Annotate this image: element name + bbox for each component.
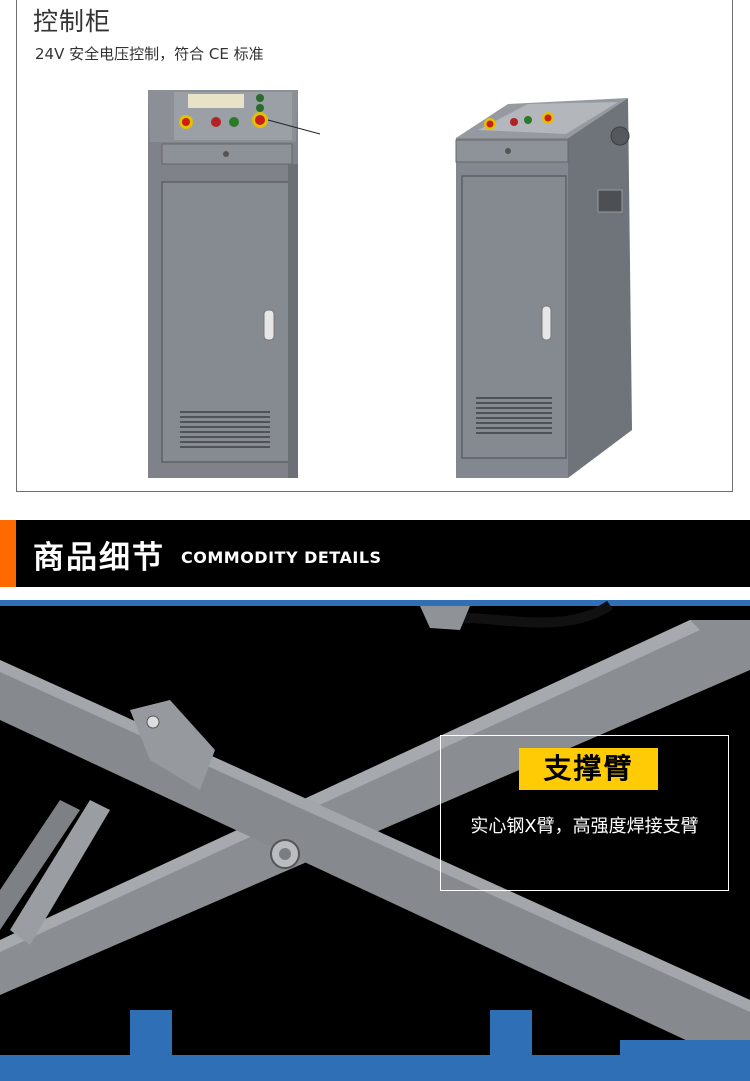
panel-title: 控制柜	[33, 7, 112, 36]
section-header: 商品细节 COMMODITY DETAILS	[0, 520, 750, 587]
callout-label: 支撑臂	[519, 748, 658, 790]
callout-description: 实心钢X臂，高强度焊接支臂	[470, 816, 699, 837]
callout-frame	[440, 735, 729, 891]
cabinet-side-photo	[448, 90, 648, 485]
section-accent-bar	[0, 520, 16, 587]
section-title-cn: 商品细节	[33, 540, 165, 576]
panel-subtitle: 24V 安全电压控制，符合 CE 标准	[35, 45, 264, 63]
support-arm-photo	[0, 600, 750, 1081]
cabinet-front-photo	[128, 82, 328, 482]
section-title-en: COMMODITY DETAILS	[181, 548, 382, 567]
